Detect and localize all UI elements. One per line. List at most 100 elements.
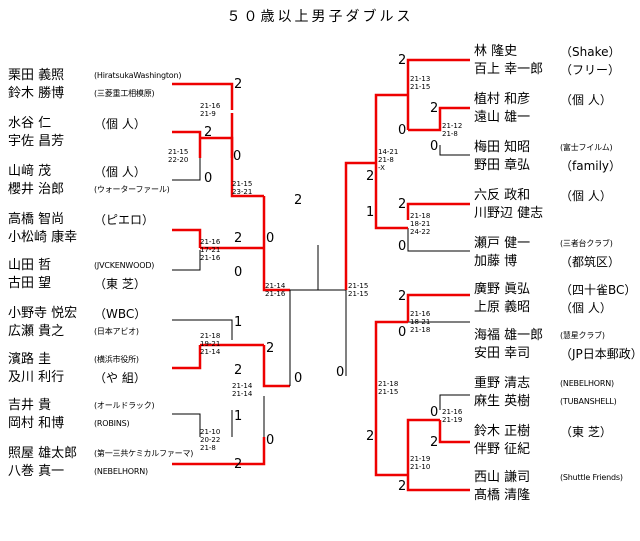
score-right-r2b: 21-18 21-15: [378, 380, 399, 396]
player-affiliation: （Shake）: [560, 45, 621, 59]
result: 0: [294, 371, 303, 386]
player-name: 海福 雄一郎: [474, 328, 544, 343]
player-name: 八巻 真一: [8, 464, 65, 479]
player-affiliation: (TUBANSHELL): [560, 397, 617, 406]
score-right-r1a: 21-13 21-15: [410, 75, 431, 91]
player-affiliation: （個 人）: [94, 165, 146, 179]
result: 2: [266, 341, 275, 356]
player-name: 小野寺 悦宏: [8, 306, 78, 321]
player-affiliation: （family）: [560, 159, 622, 173]
player-name: 廣野 眞弘: [474, 282, 531, 297]
result: 1: [234, 409, 243, 424]
player-affiliation: (オールドラック): [94, 401, 155, 410]
score-left-r2a: 21-16 21-9: [200, 102, 221, 118]
result: 1: [234, 315, 243, 330]
player-affiliation: (Shuttle Friends): [560, 473, 623, 482]
player-name: 吉井 貴: [8, 398, 52, 413]
result: 2: [234, 457, 243, 472]
player-affiliation: （個 人）: [94, 117, 146, 131]
player-affiliation: （個 人）: [560, 93, 612, 107]
player-name: 林 隆史: [474, 44, 518, 59]
player-affiliation: （JP日本郵政）: [560, 347, 640, 361]
player-name: 鈴木 勝博: [8, 86, 65, 101]
player-name: 上原 義昭: [474, 300, 531, 315]
player-name: 鈴木 正樹: [474, 424, 531, 439]
result: 0: [266, 231, 275, 246]
player-name: 高橋 智尚: [8, 212, 65, 227]
player-affiliation: （都筑区）: [560, 255, 621, 269]
player-name: 瀬戸 健一: [474, 236, 531, 251]
result: 0: [398, 239, 407, 254]
result: 2: [234, 231, 243, 246]
player-name: 広瀬 貴之: [8, 324, 65, 339]
player-name: 櫻井 治郎: [8, 182, 65, 197]
result: 0: [430, 405, 439, 420]
player-affiliation: (横浜市役所): [94, 355, 139, 364]
player-name: 安田 幸司: [474, 346, 531, 361]
player-name: 岡村 和博: [8, 416, 65, 431]
score-right-r1d: 21-16 18-21 21-18: [410, 310, 431, 334]
score-left-r2b: 21-16 17-21 21-16: [200, 238, 221, 262]
result: 2: [398, 53, 407, 68]
score-left-r1c: 21-10 20-22 21-8: [200, 428, 221, 452]
player-affiliation: （個 人）: [560, 301, 612, 315]
score-left-r1b: 21-18 19-21 21-14: [200, 332, 221, 356]
player-affiliation: （個 人）: [560, 189, 612, 203]
player-affiliation: （ピエロ）: [94, 213, 155, 227]
player-affiliation: （東 芝）: [94, 277, 146, 291]
result: 2: [430, 435, 439, 450]
score-right-r1b: 21-12 21-8: [442, 122, 463, 138]
player-affiliation: (第一三共ケミカルファーマ): [94, 449, 194, 458]
player-name: 栗田 義照: [8, 68, 65, 83]
result: 2: [430, 101, 439, 116]
player-name: 六反 政和: [474, 188, 531, 203]
score-right-r1e: 21-16 21-19: [442, 408, 463, 424]
player-affiliation: （四十雀BC）: [560, 283, 637, 297]
player-affiliation: (慧星クラブ): [560, 331, 605, 340]
player-affiliation: (日本アビオ): [94, 327, 139, 336]
result: 2: [234, 363, 243, 378]
player-affiliation: (HiratsukaWashington): [94, 71, 182, 80]
result: 2: [294, 193, 303, 208]
player-name: 植村 和彦: [474, 92, 531, 107]
player-affiliation: (JVCKENWOOD): [94, 261, 155, 270]
score-right-r2a: 14-21 21-8 -X: [378, 148, 399, 172]
result: 0: [266, 433, 275, 448]
score-left-r3a: 21-15 23-21: [232, 180, 253, 196]
score-right-r2c: 21-19 21-10: [410, 455, 431, 471]
player-affiliation: （東 芝）: [560, 425, 612, 439]
player-name: 重野 清志: [474, 376, 531, 391]
player-name: 宇佐 昌芳: [8, 134, 65, 149]
player-affiliation: (NEBELHORN): [94, 467, 148, 476]
player-name: 山田 哲: [8, 258, 52, 273]
player-affiliation: (ウォーターファール): [94, 185, 170, 194]
player-name: 及川 利行: [8, 370, 65, 385]
player-name: 川野辺 健志: [474, 206, 544, 221]
result: 0: [204, 171, 213, 186]
player-name: 西山 謙司: [474, 470, 531, 485]
result: 0: [234, 265, 243, 280]
result: 2: [398, 197, 407, 212]
player-name: 小松崎 康幸: [8, 230, 78, 245]
player-name: 照屋 雄太郎: [8, 446, 78, 461]
page-title: ５０歳以上男子ダブルス: [226, 9, 414, 25]
result: 0: [430, 139, 439, 154]
player-name: 野田 章弘: [474, 158, 531, 173]
score-left-r3b: 21-14 21-14: [232, 382, 253, 398]
player-name: 山﨑 茂: [8, 164, 52, 179]
score-right-sf: 21-15 21-15: [348, 282, 369, 298]
score-left-r1: 21-15 22-20: [168, 148, 189, 164]
player-affiliation: (三者台クラブ): [560, 239, 613, 248]
player-name: 遠山 雄一: [474, 110, 531, 125]
result: 0: [233, 149, 242, 164]
player-name: 古田 望: [8, 276, 52, 291]
result: 0: [398, 325, 407, 340]
player-affiliation: (ROBINS): [94, 419, 130, 428]
result: 2: [398, 479, 407, 494]
result: 2: [366, 429, 375, 444]
player-affiliation: （フリー）: [560, 63, 621, 77]
result: 1: [366, 205, 375, 220]
player-name: 加藤 博: [474, 254, 518, 269]
player-name: 麻生 英樹: [474, 394, 531, 409]
player-name: 水谷 仁: [8, 116, 52, 131]
